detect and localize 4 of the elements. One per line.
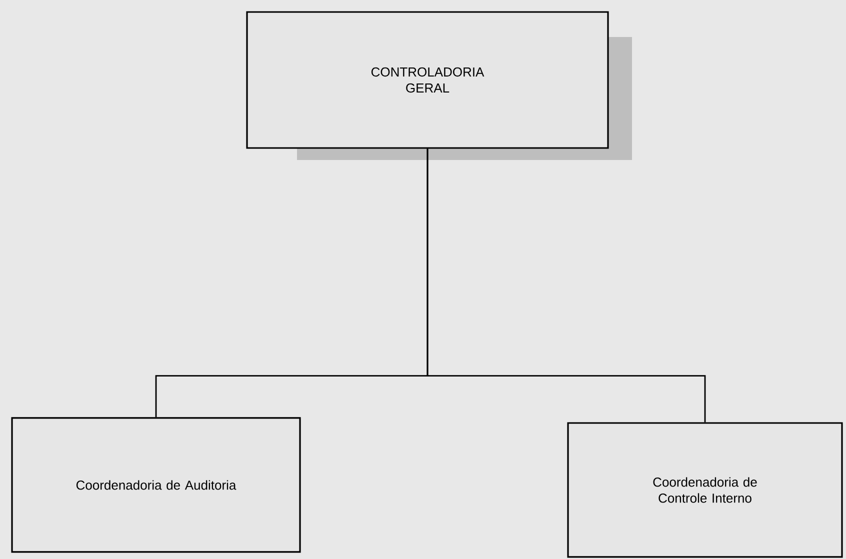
org-box: Coordenadoria de Auditoria: [11, 417, 301, 553]
org-box: CONTROLADORIA GERAL: [246, 11, 632, 160]
org-box: Coordenadoria de Controle Interno: [567, 422, 843, 558]
connector-line: [426, 148, 706, 422]
